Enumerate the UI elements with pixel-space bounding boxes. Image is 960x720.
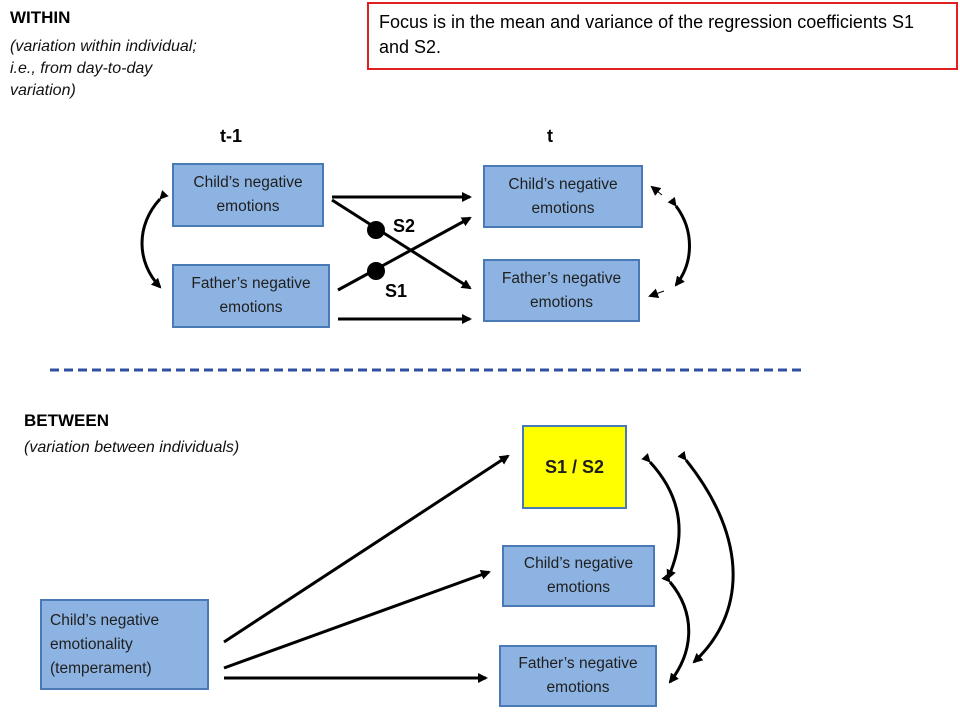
within-subtitle: (variation within individual; i.e., from… xyxy=(10,36,197,102)
child-emotions-prev-box: Child’s negative emotions xyxy=(172,163,324,227)
slope-dot-s1 xyxy=(367,262,385,280)
arrow-temperament-to-child xyxy=(223,570,491,670)
time-label-current: t xyxy=(547,126,553,146)
covariance-child-father xyxy=(661,572,691,684)
time-label-previous: t-1 xyxy=(220,126,242,146)
father-emotions-prev-box: Father’s negative emotions xyxy=(172,264,330,328)
residual-arrow-child xyxy=(650,185,663,196)
within-subtitle-line2: i.e., from day-to-day xyxy=(10,60,153,77)
temperament-box: Child’s negative emotionality (temperame… xyxy=(40,599,209,690)
between-subtitle: (variation between individuals) xyxy=(24,439,240,456)
slope-dot-s2 xyxy=(367,221,385,239)
covariance-curr xyxy=(667,196,691,287)
between-title: BETWEEN xyxy=(24,411,109,430)
covariance-coeff-father xyxy=(677,450,735,664)
path-label-s1: S1 xyxy=(385,281,408,301)
path-label-s2: S2 xyxy=(393,216,416,236)
arrow-temperament-to-coefficients xyxy=(223,454,510,644)
residual-arrow-father xyxy=(648,288,665,299)
child-emotions-between-box: Child’s negative emotions xyxy=(502,545,655,607)
within-subtitle-line1: (variation within individual; xyxy=(10,38,197,55)
within-title: WITHIN xyxy=(10,8,71,27)
coefficients-box: S1 / S2 xyxy=(522,425,627,509)
arrow-father-to-child xyxy=(337,216,472,292)
focus-note: Focus is in the mean and variance of the… xyxy=(367,2,958,70)
covariance-prev xyxy=(140,190,169,289)
child-emotions-curr-box: Child’s negative emotions xyxy=(483,165,643,228)
father-emotions-curr-box: Father’s negative emotions xyxy=(483,259,640,322)
arrow-child-to-father xyxy=(331,198,472,290)
within-subtitle-line3: variation) xyxy=(10,82,76,99)
covariance-coeff-child xyxy=(641,453,681,580)
father-emotions-between-box: Father’s negative emotions xyxy=(499,645,657,707)
